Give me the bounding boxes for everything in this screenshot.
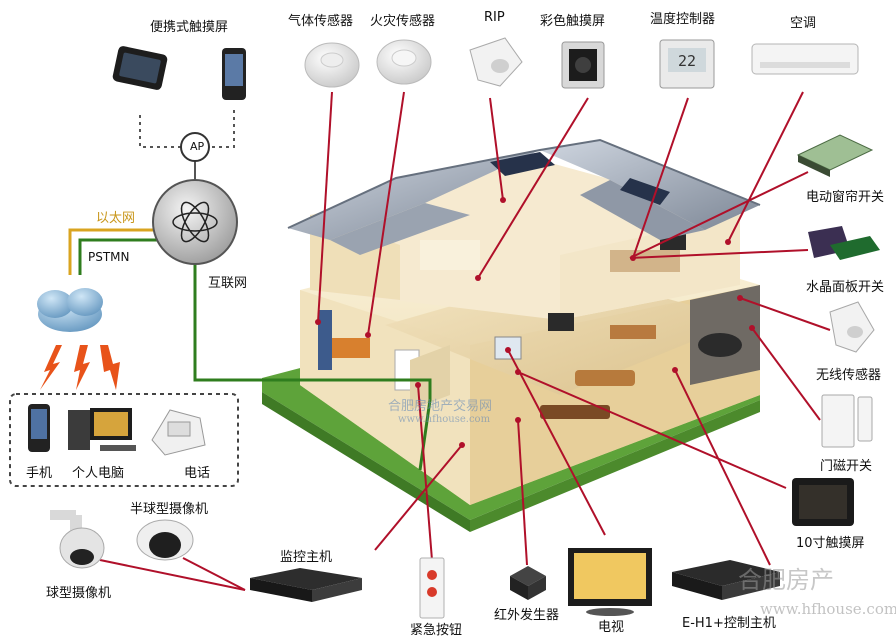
crystal-panel-label: 水晶面板开关	[806, 280, 885, 295]
crystal-panel-switch-icon	[808, 226, 880, 260]
fire-sensor-icon	[376, 39, 432, 85]
color-touchscreen-label: 彩色触摸屏	[540, 14, 606, 29]
thermostat-icon: 22	[659, 39, 715, 89]
monitor-host-icon	[250, 568, 362, 602]
network-lines	[68, 110, 432, 471]
dotted-line-phone	[205, 110, 235, 148]
ethernet-label: 以太网	[96, 211, 136, 226]
dotted-line-tablet	[139, 115, 185, 148]
ir-emitter-label: 红外发生器	[494, 608, 560, 623]
touchscreen-10-label: 10寸触摸屏	[796, 536, 865, 551]
tablet-icon	[112, 46, 168, 90]
ap-label: AP	[190, 140, 205, 153]
center-watermark-url: www.hfhouse.com	[398, 414, 491, 425]
tv-label: 电视	[598, 620, 625, 635]
curtain-switch-icon	[796, 134, 874, 177]
ir-emitter-icon	[510, 566, 546, 600]
mobile-label: 手机	[26, 466, 53, 481]
gas-sensor-label: 气体传感器	[288, 14, 354, 29]
roof-left	[288, 150, 540, 240]
air-conditioner-icon	[751, 43, 859, 75]
mobile-phone-icon	[28, 404, 50, 452]
thermostat-display: 22	[678, 52, 696, 70]
corner-watermark-cn: 合肥房产	[738, 566, 834, 594]
fire-sensor-label: 火灾传感器	[370, 14, 436, 29]
door-sensor-icon	[821, 394, 873, 448]
phone-label: 电话	[184, 466, 211, 481]
wireless-sensor-icon	[829, 301, 875, 353]
dome-camera-icon	[136, 519, 194, 561]
client-devices-box	[9, 393, 239, 487]
rip-label: RIP	[484, 10, 505, 25]
portable-touchscreen-label: 便携式触摸屏	[150, 20, 229, 35]
tv-icon	[568, 548, 652, 616]
internet-label: 互联网	[208, 276, 248, 291]
ball-camera-label: 球型摄像机	[46, 586, 112, 601]
thermostat-label: 温度控制器	[650, 12, 716, 27]
rip-sensor-icon	[469, 37, 523, 87]
air-conditioner-label: 空调	[790, 16, 817, 31]
dome-camera-label: 半球型摄像机	[130, 502, 209, 517]
color-touchscreen-icon	[561, 41, 605, 89]
ball-camera-icon	[50, 510, 105, 569]
lightning-icon	[40, 345, 120, 390]
corner-watermark-url: www.hfhouse.com	[760, 600, 896, 618]
pstmn-label: PSTMN	[88, 250, 130, 264]
ap-node	[180, 132, 210, 162]
emergency-button-icon	[419, 557, 445, 619]
monitor-host-label: 监控主机	[280, 550, 333, 565]
pstmn-line	[78, 238, 158, 275]
touchscreen-10-icon	[792, 478, 854, 526]
telephone-icon	[151, 409, 206, 456]
cloud-icon	[37, 288, 103, 332]
control-host-icon	[672, 560, 780, 600]
center-watermark-cn: 合肥房地产交易网	[388, 399, 493, 414]
pc-label: 个人电脑	[72, 466, 125, 481]
door-sensor-label: 门磁开关	[820, 459, 873, 474]
ethernet-line	[68, 228, 155, 275]
smartphone-icon	[222, 48, 246, 100]
internet-globe-icon	[152, 179, 238, 265]
control-host-label: E-H1+控制主机	[682, 616, 776, 631]
pc-icon	[68, 408, 136, 451]
connector-dots	[315, 197, 755, 448]
curtain-switch-label: 电动窗帘开关	[806, 190, 885, 205]
connector-lines	[99, 91, 831, 591]
wireless-sensor-label: 无线传感器	[816, 368, 882, 383]
house-illustration	[262, 138, 761, 532]
emergency-button-label: 紧急按钮	[410, 623, 463, 638]
internet-line	[193, 262, 432, 471]
gas-sensor-icon	[304, 42, 360, 88]
